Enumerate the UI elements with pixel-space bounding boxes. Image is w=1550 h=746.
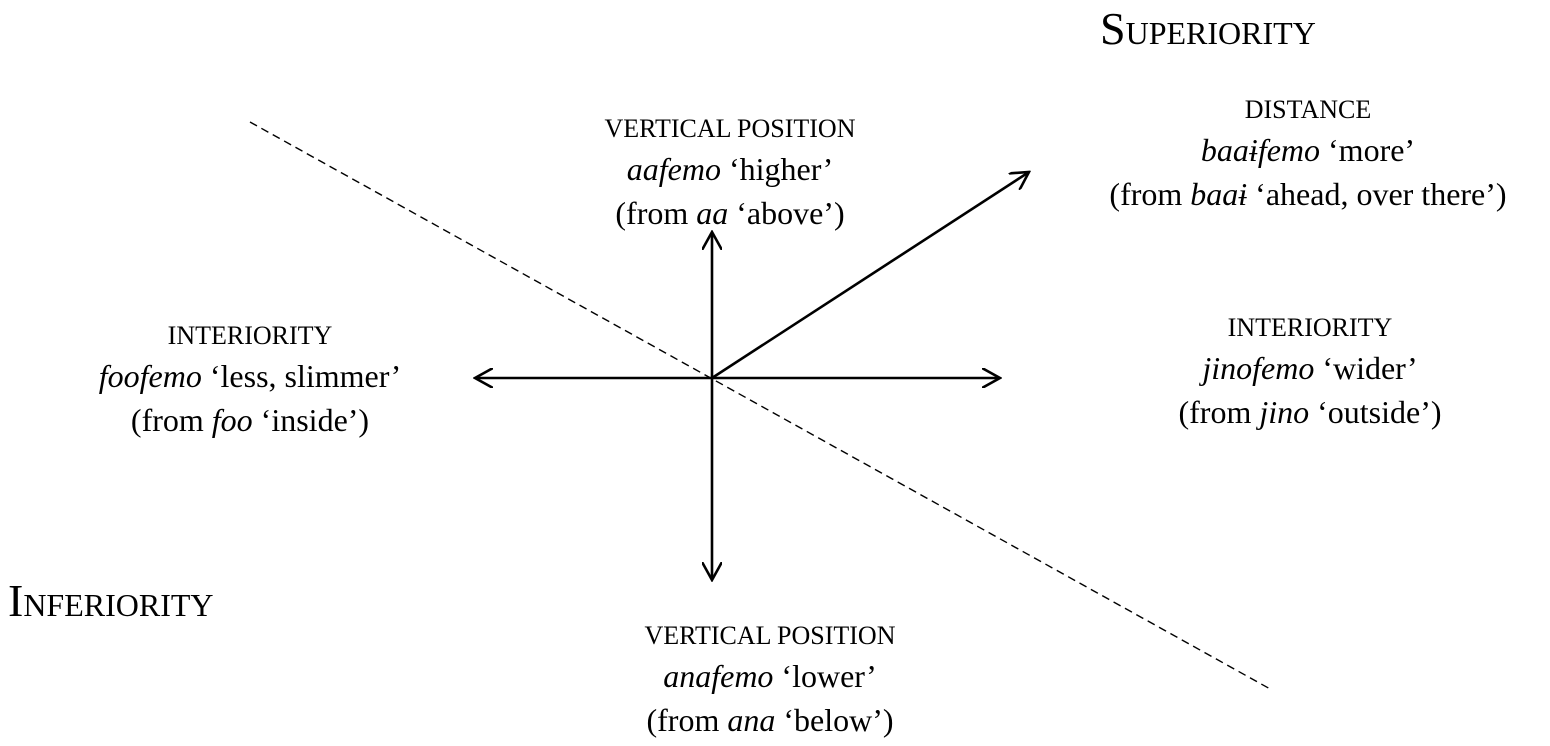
category-label: Vertical position — [644, 621, 896, 650]
from-text: (from — [615, 195, 689, 231]
category-label: Interiority — [1227, 313, 1393, 342]
root-gloss: ‘below’) — [783, 702, 894, 738]
root-word: foo — [211, 402, 253, 438]
term-line: anafemo ‘lower’ — [590, 654, 950, 698]
term: anafemo — [663, 658, 774, 694]
vertical-position-higher-block: Vertical position aafemo ‘higher’ (from … — [560, 111, 900, 235]
source-line: (from jino ‘outside’) — [1130, 390, 1490, 434]
inferiority-label: Inferiority — [8, 575, 214, 626]
gloss: ‘wider’ — [1322, 350, 1418, 386]
term-line: jinofemo ‘wider’ — [1130, 346, 1490, 390]
root-word: aa — [696, 195, 729, 231]
category-label: Distance — [1244, 95, 1372, 124]
root-word: baaɨ — [1190, 176, 1248, 212]
source-line: (from aa ‘above’) — [560, 191, 900, 235]
source-line: (from ana ‘below’) — [590, 698, 950, 742]
gloss: ‘lower’ — [781, 658, 877, 694]
root-gloss: ‘outside’) — [1317, 394, 1442, 430]
gloss: ‘more’ — [1328, 132, 1416, 168]
arrow-diagonal-distance — [711, 172, 1029, 380]
term: baaɨfemo — [1200, 132, 1321, 168]
term: aafemo — [626, 151, 721, 187]
from-text: (from — [130, 402, 204, 438]
from-text: (from — [1178, 394, 1252, 430]
term-line: aafemo ‘higher’ — [560, 147, 900, 191]
root-word: jino — [1259, 394, 1310, 430]
source-line: (from baaɨ ‘ahead, over there’) — [1068, 172, 1548, 216]
interiority-wider-block: Interiority jinofemo ‘wider’ (from jino … — [1130, 310, 1490, 434]
vertical-position-lower-block: Vertical position anafemo ‘lower’ (from … — [590, 618, 950, 742]
root-word: ana — [727, 702, 776, 738]
gloss: ‘higher’ — [728, 151, 834, 187]
from-text: (from — [646, 702, 720, 738]
term-line: foofemo ‘less, slimmer’ — [40, 354, 460, 398]
source-line: (from foo ‘inside’) — [40, 398, 460, 442]
from-text: (from — [1109, 176, 1183, 212]
root-gloss: ‘ahead, over there’) — [1255, 176, 1507, 212]
root-gloss: ‘above’) — [736, 195, 845, 231]
root-gloss: ‘inside’) — [260, 402, 370, 438]
interiority-slimmer-block: Interiority foofemo ‘less, slimmer’ (fro… — [40, 318, 460, 442]
term: jinofemo — [1202, 350, 1315, 386]
term: foofemo — [98, 358, 202, 394]
category-label: Vertical position — [604, 114, 856, 143]
term-line: baaɨfemo ‘more’ — [1068, 128, 1548, 172]
superiority-label: Superiority — [1100, 3, 1316, 54]
distance-more-block: Distance baaɨfemo ‘more’ (from baaɨ ‘ahe… — [1068, 92, 1548, 216]
category-label: Interiority — [167, 321, 333, 350]
gloss: ‘less, slimmer’ — [209, 358, 402, 394]
